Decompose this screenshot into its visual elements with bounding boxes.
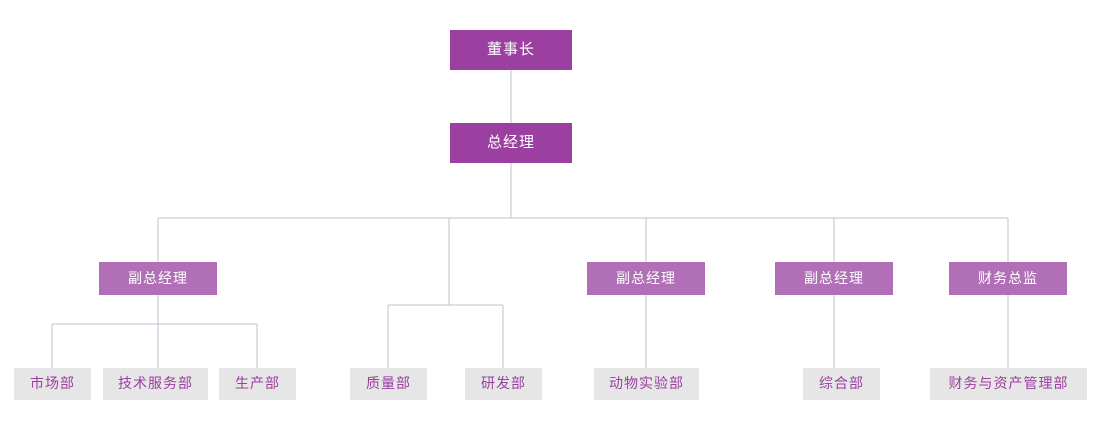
org-node-label: 董事长 [486, 40, 535, 58]
org-node-n3[interactable]: 副总经理 [99, 262, 217, 295]
org-node-n14[interactable]: 财务与资产管理部 [930, 368, 1087, 400]
org-node-n5[interactable]: 副总经理 [775, 262, 893, 295]
org-node-n1[interactable]: 董事长 [450, 30, 572, 70]
org-node-n2[interactable]: 总经理 [450, 123, 572, 163]
org-node-label: 副总经理 [804, 269, 864, 286]
org-node-n7[interactable]: 市场部 [14, 368, 91, 400]
org-node-label: 副总经理 [128, 269, 188, 286]
org-node-n13[interactable]: 综合部 [803, 368, 880, 400]
org-node-label: 技术服务部 [118, 375, 193, 392]
org-node-label: 总经理 [486, 133, 535, 151]
org-node-n12[interactable]: 动物实验部 [594, 368, 699, 400]
org-node-n6[interactable]: 财务总监 [949, 262, 1067, 295]
org-node-label: 生产部 [235, 375, 280, 392]
org-node-n9[interactable]: 生产部 [219, 368, 296, 400]
org-node-label: 财务总监 [978, 269, 1038, 286]
org-node-label: 研发部 [481, 375, 526, 392]
org-node-n8[interactable]: 技术服务部 [103, 368, 208, 400]
org-node-label: 动物实验部 [609, 375, 684, 392]
org-node-label: 市场部 [30, 375, 75, 392]
org-node-n11[interactable]: 研发部 [465, 368, 542, 400]
org-node-n4[interactable]: 副总经理 [587, 262, 705, 295]
org-node-label: 财务与资产管理部 [948, 375, 1069, 392]
org-node-label: 副总经理 [616, 269, 676, 286]
org-node-n10[interactable]: 质量部 [350, 368, 427, 400]
org-node-label: 质量部 [366, 375, 411, 392]
org-node-label: 综合部 [819, 375, 864, 392]
